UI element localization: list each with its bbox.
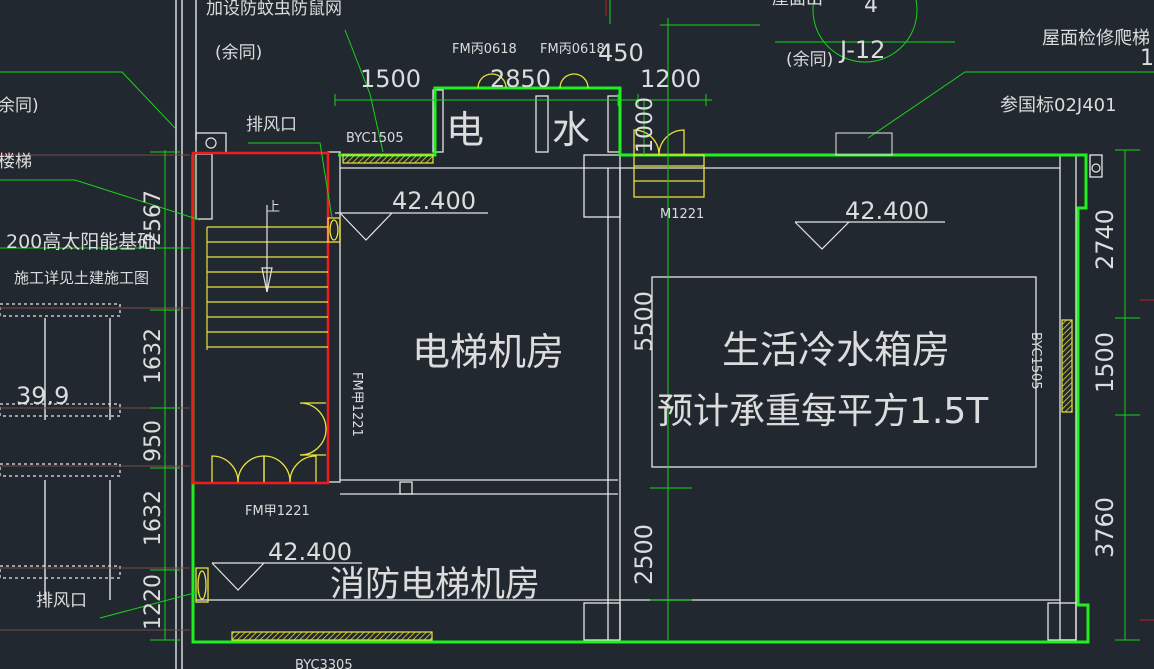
label-stair: 楼梯	[0, 152, 32, 172]
water-tank-outline	[651, 276, 1037, 468]
elevation-label-1: 42.400	[392, 187, 476, 215]
label-byc3305: BYC3305	[295, 658, 353, 669]
dim-left-1632-upper: 1632	[141, 328, 166, 384]
dim-right-1500: 1500	[1091, 332, 1119, 393]
label-fm0618-a: FM丙0618	[452, 42, 517, 57]
dim-left-1632-lower: 1632	[141, 490, 166, 546]
label-stair-up: 上	[267, 200, 280, 215]
stair-arrow	[261, 205, 273, 293]
label-fm1221-vertical: FM甲1221	[349, 372, 364, 437]
label-construction-note: 施工详见土建施工图	[14, 269, 149, 287]
dim-v-1000: 1000	[633, 97, 658, 153]
dim-right-3760: 3760	[1091, 497, 1119, 558]
label-m1221: M1221	[660, 207, 704, 222]
label-axis-4: 4	[864, 0, 878, 18]
label-byc1505-right: BYC1505	[1028, 332, 1043, 390]
label-solar-base: 200高太阳能基础	[6, 231, 156, 253]
left-dimension-line	[150, 150, 180, 641]
room-water-tank: 生活冷水箱房	[722, 328, 950, 372]
label-vent-bottom: 排风口	[36, 591, 87, 611]
label-same-left: (余同)	[215, 43, 262, 63]
label-insect-net: 加设防蚊虫防鼠网	[206, 0, 342, 19]
label-vent-top: 排风口	[246, 115, 297, 135]
left-axis-lines	[0, 154, 190, 631]
label-top-fragment: 屋面出	[772, 0, 823, 9]
dim-top-2850: 2850	[490, 65, 551, 93]
room-fire-elevator-machine: 消防电梯机房	[330, 565, 540, 605]
label-ref-02j401: 参国标02J401	[1000, 95, 1117, 116]
dim-left-2567: 2567	[141, 190, 166, 246]
left-dashed-slabs	[0, 303, 121, 579]
elevation-label-3: 42.400	[268, 538, 352, 566]
doors	[195, 73, 705, 603]
label-byc1505-top: BYC1505	[346, 131, 404, 146]
dim-left-950: 950	[141, 420, 166, 462]
elevation-symbols	[211, 212, 945, 591]
label-level-39-9: 39.9	[16, 382, 69, 410]
label-roof-ladder: 屋面检修爬梯	[1042, 28, 1150, 49]
axis-markers	[0, 0, 1154, 621]
small-fixtures	[205, 137, 1101, 173]
label-fm1221-horizontal: FM甲1221	[245, 504, 310, 519]
dim-left-1220: 1220	[141, 574, 166, 630]
room-elevator-machine: 电梯机房	[412, 330, 564, 374]
left-structure	[44, 0, 197, 669]
windows	[231, 154, 1073, 641]
label-edge-fragment: 1	[1140, 46, 1154, 71]
label-fm0618-b: FM丙0618	[540, 42, 605, 57]
dim-right-2740: 2740	[1091, 209, 1119, 270]
label-same-left-edge: 余同)	[0, 96, 39, 116]
dim-mid-5500: 5500	[630, 291, 658, 352]
stairwell-highlight	[191, 151, 330, 485]
load-note: 预计承重每平方1.5T	[657, 391, 989, 432]
dim-top-450: 450	[598, 39, 644, 67]
green-outline	[191, 86, 1090, 644]
elevation-label-2: 42.400	[845, 197, 929, 225]
stair-treads	[206, 226, 328, 350]
leader-lines	[0, 0, 1154, 641]
shaft-electric: 电	[446, 108, 484, 152]
dim-top-1500: 1500	[360, 65, 421, 93]
label-axis-j12: J-12	[838, 36, 885, 64]
label-same-right: (余同)	[786, 50, 833, 70]
dim-top-1200: 1200	[640, 65, 701, 93]
dim-mid-2500: 2500	[630, 524, 658, 585]
shaft-water: 水	[552, 108, 590, 152]
